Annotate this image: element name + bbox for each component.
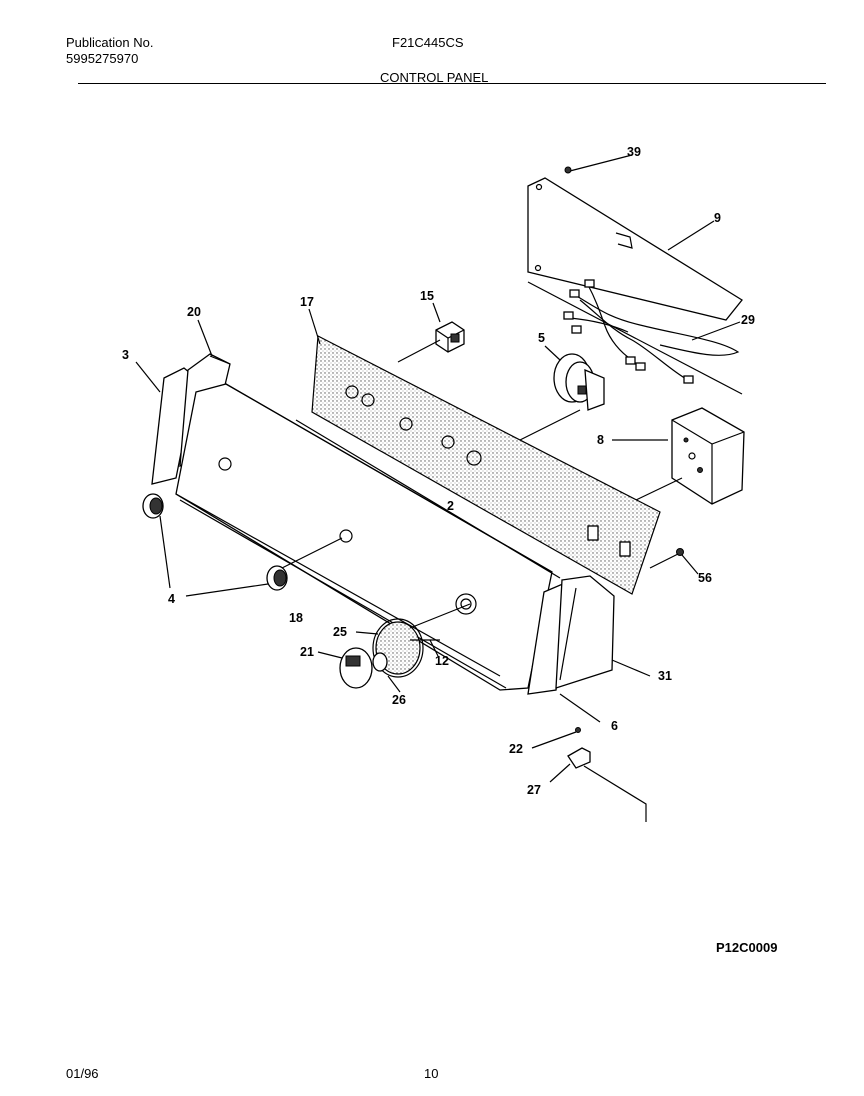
console-panel: [175, 383, 561, 691]
selector-switch: [432, 302, 465, 353]
callout-5: 5: [538, 331, 545, 345]
timer-unit: [612, 407, 745, 505]
mounting-bracket: [531, 727, 647, 822]
wire-harness: [563, 279, 741, 384]
page-number: 10: [424, 1066, 439, 1081]
callout-3: 3: [122, 348, 129, 362]
model-number: F21C445CS: [392, 35, 464, 50]
callout-25: 25: [333, 625, 347, 639]
footer-date: 01/96: [66, 1066, 99, 1081]
callout-15: 15: [420, 289, 434, 303]
mounting-screw: [649, 548, 699, 575]
right-end-cap: [527, 575, 651, 723]
callout-26: 26: [392, 693, 406, 707]
callout-21: 21: [300, 645, 314, 659]
callout-12: 12: [435, 654, 449, 668]
callout-17: 17: [300, 295, 314, 309]
publication-label: Publication No.: [66, 35, 154, 50]
diagram-code: P12C0009: [716, 940, 777, 955]
callout-20: 20: [187, 305, 201, 319]
knob-center: [266, 565, 288, 591]
rear-mounting-plate: [527, 154, 743, 395]
publication-number: 5995275970: [66, 51, 139, 66]
timer-motor: [519, 345, 605, 441]
callout-9: 9: [714, 211, 721, 225]
callout-39: 39: [627, 145, 641, 159]
knob-left: [142, 493, 164, 519]
callout-6: 6: [611, 719, 618, 733]
callout-56: 56: [698, 571, 712, 585]
control-board: [308, 308, 661, 595]
callout-18: 18: [289, 611, 303, 625]
timer-knob-assembly: [317, 603, 471, 693]
callout-27: 27: [527, 783, 541, 797]
header-rule: [78, 83, 826, 84]
callout-8: 8: [597, 433, 604, 447]
section-title: CONTROL PANEL: [380, 70, 489, 85]
callout-31: 31: [658, 669, 672, 683]
callout-4: 4: [168, 592, 175, 606]
callout-29: 29: [741, 313, 755, 327]
callout-2: 2: [447, 499, 454, 513]
callout-22: 22: [509, 742, 523, 756]
